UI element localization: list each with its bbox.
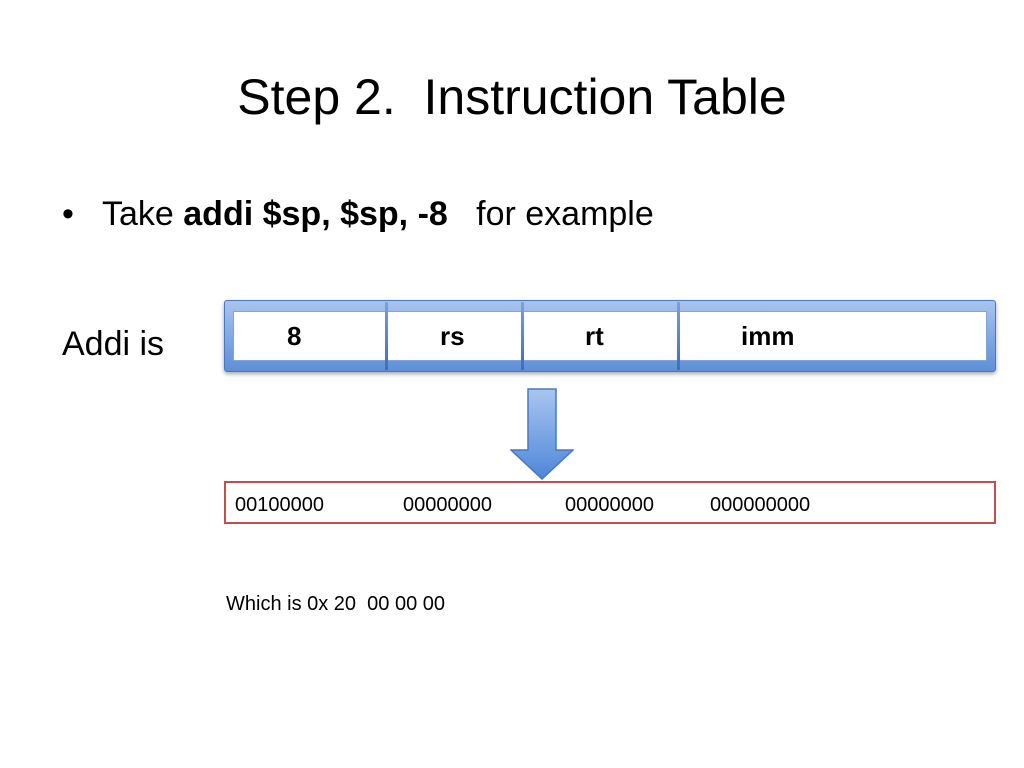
binary-imm: 000000000 xyxy=(710,494,811,516)
binary-rt: 00000000 xyxy=(565,494,654,516)
bullet-instruction: addi $sp, $sp, -8 xyxy=(183,195,448,233)
binary-rs: 00000000 xyxy=(403,494,492,516)
bullet-dot: • xyxy=(62,195,74,233)
field-rs: rs xyxy=(440,321,465,351)
bullet-item: • Take addi $sp, $sp, -8 for example xyxy=(62,192,654,236)
binary-opcode: 00100000 xyxy=(235,494,324,516)
field-divider xyxy=(521,302,524,370)
hex-note: Which is 0x 20 00 00 00 xyxy=(226,593,446,615)
field-opcode: 8 xyxy=(287,321,302,351)
field-rt: rt xyxy=(585,321,604,351)
binary-encoding-box: 00100000 00000000 00000000 000000000 xyxy=(224,481,996,524)
instruction-format-inner: 8 rs rt imm xyxy=(233,302,987,370)
instruction-format-bar: 8 rs rt imm xyxy=(224,300,996,372)
field-divider xyxy=(677,302,680,370)
bullet-suffix: for example xyxy=(447,195,654,233)
slide-title: Step 2. Instruction Table xyxy=(237,69,787,125)
field-divider xyxy=(385,302,388,370)
field-imm: imm xyxy=(741,321,795,351)
row-label: Addi is xyxy=(62,325,165,363)
down-arrow-icon xyxy=(510,388,574,480)
bullet-prefix: Take xyxy=(102,195,184,233)
